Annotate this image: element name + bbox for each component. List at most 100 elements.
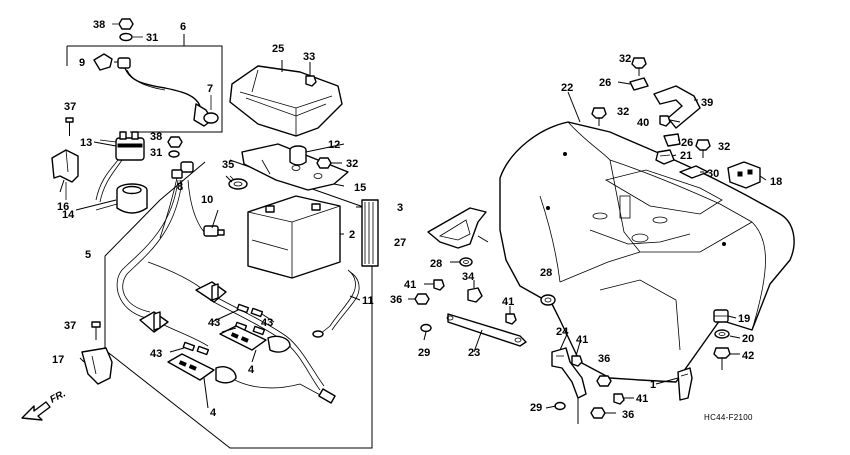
label-12: 12: [328, 139, 340, 151]
label-19: 19: [738, 313, 750, 325]
nut-38-top: [112, 18, 134, 30]
fuse-holder-lower: [139, 311, 169, 333]
washer-31-top: [119, 32, 143, 42]
label-20: 20: [742, 333, 754, 345]
washer-29-right: [554, 401, 566, 411]
bolt-42: [713, 347, 731, 370]
label-38-middle: 38: [150, 131, 162, 143]
label-22: 22: [561, 82, 573, 94]
label-2: 2: [349, 229, 355, 241]
washer-31-middle: [168, 150, 180, 158]
label-28-left: 28: [430, 258, 442, 270]
label-26-upper: 26: [599, 77, 611, 89]
connector-bracket-18: [727, 161, 761, 189]
mud-flap-bracket-24: [551, 347, 587, 424]
label-8: 8: [177, 181, 183, 193]
label-11: 11: [362, 295, 374, 307]
breather-tube: [312, 269, 360, 338]
fuse-43-a: [236, 303, 264, 318]
part-labels: 38 31 6 9 7 37 13 38 31 16 14 8 10 35 25…: [52, 19, 782, 422]
starter-relay: [95, 131, 145, 203]
label-15: 15: [354, 182, 366, 194]
label-9: 9: [79, 57, 85, 69]
bolt-32-upper: [631, 57, 647, 76]
fuse-holder-upper: [195, 281, 227, 303]
label-23: 23: [468, 347, 480, 359]
label-4-upper: 4: [248, 364, 255, 376]
label-13: 13: [80, 137, 92, 149]
label-40: 40: [637, 117, 649, 129]
bolt-41-a: [424, 279, 445, 291]
label-32-mid-left: 32: [617, 106, 629, 118]
battery-pad: [361, 199, 379, 267]
label-43-a: 43: [208, 317, 220, 329]
fuse-43-c: [182, 341, 210, 356]
diagram-code: HC44-F2100: [704, 413, 753, 422]
leader-lines: [59, 60, 767, 409]
cushion-19: [713, 309, 729, 323]
cover-17: [81, 347, 113, 385]
bolt-41-c: [571, 355, 583, 367]
grommet-28-right: [540, 294, 556, 306]
label-36-c: 36: [622, 409, 634, 421]
reflector-1: [677, 367, 693, 401]
nut-38-middle: [167, 136, 183, 148]
fuse-box-upper: [219, 325, 291, 353]
connector-10: [187, 179, 225, 237]
fuse-box-lower: [167, 353, 237, 384]
label-41-c: 41: [576, 334, 588, 346]
label-35: 35: [222, 159, 234, 171]
bolt-32-left: [316, 157, 342, 169]
battery-cover: [229, 65, 343, 137]
bolt-41-d: [613, 393, 634, 405]
label-10: 10: [201, 194, 213, 206]
bolt-34: [467, 280, 483, 303]
bolt-37-lower: [91, 321, 101, 340]
label-16: 16: [57, 201, 69, 213]
washer-29-left: [420, 323, 432, 333]
label-32-mid-right: 32: [718, 141, 730, 153]
battery: [247, 195, 341, 279]
label-42: 42: [742, 350, 754, 362]
label-33: 33: [303, 51, 315, 63]
label-30: 30: [707, 168, 719, 180]
harness-end-connector: [318, 388, 336, 404]
label-7: 7: [207, 83, 213, 95]
strap-39: [653, 85, 701, 129]
label-43-b: 43: [261, 317, 273, 329]
label-17: 17: [52, 354, 64, 366]
nut-36-b: [596, 375, 612, 387]
label-26-lower: 26: [681, 137, 693, 149]
label-18: 18: [770, 176, 782, 188]
label-43-c: 43: [150, 348, 162, 360]
label-36-a: 36: [390, 294, 402, 306]
bolt-32-mid-right: [695, 139, 711, 158]
clip-26-upper: [629, 77, 649, 91]
terminal-8: [159, 161, 194, 239]
label-3: 3: [397, 202, 403, 214]
battery-rubber-12: [289, 145, 307, 166]
label-24: 24: [556, 326, 569, 338]
label-41-a: 41: [404, 279, 416, 291]
label-14: 14: [62, 209, 75, 221]
bolt-41-b: [505, 306, 517, 325]
label-32-upper: 32: [619, 53, 631, 65]
bolt-33: [305, 62, 317, 87]
label-29-left: 29: [418, 347, 430, 359]
label-28-right: 28: [540, 267, 552, 279]
label-36-b: 36: [598, 353, 610, 365]
bolt-37-upper: [65, 117, 74, 136]
label-38-top: 38: [93, 19, 105, 31]
label-1: 1: [650, 379, 656, 391]
label-25: 25: [272, 43, 284, 55]
relay-rubber-mount: [95, 183, 148, 214]
front-direction-arrow: FR.: [21, 388, 68, 421]
collar-20: [714, 329, 730, 339]
nut-36-c: [590, 407, 616, 419]
relay-bracket: [51, 149, 79, 200]
battery-cable-terminal: [93, 53, 219, 127]
grommet-21: [655, 149, 675, 165]
clip-26-lower: [663, 133, 681, 147]
label-6: 6: [180, 21, 186, 33]
